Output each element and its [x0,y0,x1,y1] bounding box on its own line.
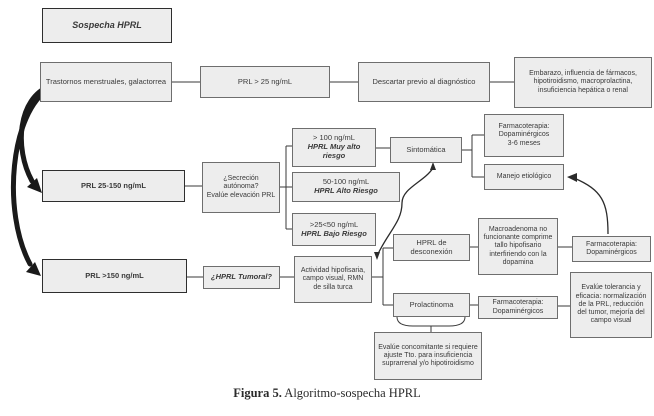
node-farmaco36-line2: Dopaminérgicos [498,131,550,139]
node-alto-valor: 50-100 ng/mL [322,177,370,187]
node-muyalto-valor: > 100 ng/mL [313,133,355,143]
node-secrecion-autonoma: ¿Secreción autónoma? Evalúe elevación PR… [202,162,280,213]
node-farmacoright-line2: Dopaminérgicos [586,249,637,256]
thick-arrow-to-prl150 [10,85,53,276]
node-farmaco36-line1: Farmacoterapia: [498,123,550,131]
arrow-farmacoterapia-manejo [567,173,609,235]
node-farmacoright-line1: Farmacoterapia: [586,240,637,248]
node-hprl-alto-riesgo: 50-100 ng/mL HPRL Alto Riesgo [292,172,400,202]
node-prl-mayor-25: PRL > 25 ng/mL [200,66,330,98]
node-desconexion-line1: HPRL de [416,237,447,247]
node-farmacoterapia-3-6-meses: Farmacoterapia: Dopaminérgicos 3-6 meses [484,114,564,157]
node-sintomatica: Sintomática [390,137,462,163]
node-descartar-previo: Descartar previo al diagnóstico [358,62,490,102]
node-muyalto-riesgo: HPRL Muy alto riesgo [307,142,361,160]
node-alto-riesgo: HPRL Alto Riesgo [314,186,378,195]
node-farmacoterapia-desconexion: Farmacoterapia: Dopaminérgicos [572,236,651,262]
figure-caption-label: Figura 5. [233,386,282,400]
node-manejo-etiologico: Manejo etiológico [484,164,564,190]
arrow-sintomatica-actividad [374,162,436,260]
node-sospecha-hprl: Sospecha HPRL [42,8,172,43]
node-farmacoterapia-prolactinoma: Farmacoterapia: Dopaminérgicos [478,296,558,319]
node-causas-secundarias: Embarazo, influencia de fármacos, hipoti… [514,57,652,108]
figure-caption-text: Algoritmo-sospecha HPRL [281,386,421,400]
node-farmaco2-line2: Dopaminérgicos [492,307,544,315]
node-desconexion-line2: desconexión [410,246,453,256]
node-farmaco2-line1: Farmacoterapia: [492,299,544,307]
figure-caption: Figura 5. Algoritmo-sospecha HPRL [0,386,654,401]
bracket-prolactinoma-concomitante [396,316,466,332]
straight-connectors [172,81,572,307]
node-prl-mayor-150: PRL >150 ng/mL [42,259,187,293]
node-bajo-riesgo: HPRL Bajo Riesgo [301,228,367,238]
node-hprl-tumoral: ¿HPRL Tumoral? [203,266,280,289]
node-hprl-bajo-riesgo: >25<50 ng/mL HPRL Bajo Riesgo [292,213,376,246]
node-prl-25-150: PRL 25-150 ng/mL [42,170,185,202]
node-farmaco36-line3: 3-6 meses [507,139,541,147]
node-bajo-valor: >25<50 ng/mL [309,219,359,229]
node-prolactinoma: Prolactinoma [393,293,470,317]
node-evalue-concomitante: Evalúe concomitante si requiere ajuste T… [374,332,482,380]
node-macroadenoma: Macroadenoma no funcionante comprime tal… [478,218,558,275]
node-hprl-desconexion: HPRL de desconexión [393,234,470,261]
node-trastornos-menstruales: Trastornos menstruales, galactorrea [40,62,172,102]
node-secrecion-line1: ¿Secreción autónoma? [223,175,259,191]
node-evalue-tolerancia: Evalúe tolerancia y eficacia: normalizac… [570,272,652,338]
node-actividad-hipofisaria: Actividad hipofisaria, campo visual, RMN… [294,256,372,303]
node-hprl-muy-alto-riesgo: > 100 ng/mL HPRL Muy alto riesgo [292,128,376,167]
node-secrecion-line2: Evalúe elevación PRL [206,191,276,199]
